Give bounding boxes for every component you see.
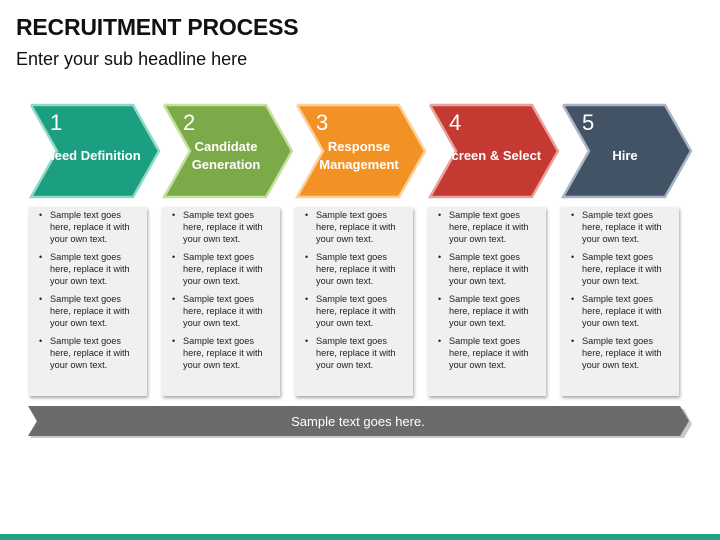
step-1-chevron-shape: [28, 103, 161, 199]
step-3-number: 3: [316, 110, 329, 135]
card-bullet: Sample text goes here, replace it with y…: [569, 293, 675, 329]
card-bullet: Sample text goes here, replace it with y…: [37, 293, 143, 329]
page-title: RECRUITMENT PROCESS: [16, 14, 299, 40]
step-3-card: Sample text goes here, replace it with y…: [295, 207, 413, 396]
step-2-card: Sample text goes here, replace it with y…: [162, 207, 280, 396]
step-1-label: Need Definition: [45, 148, 141, 163]
step-1-number: 1: [50, 110, 63, 135]
card-bullet: Sample text goes here, replace it with y…: [436, 293, 542, 329]
card-bullet: Sample text goes here, replace it with y…: [37, 251, 143, 287]
card-bullet: Sample text goes here, replace it with y…: [569, 251, 675, 287]
page-subtitle: Enter your sub headline here: [16, 49, 248, 69]
step-4-label: Screen & Select: [442, 148, 542, 163]
step-1-card: Sample text goes here, replace it with y…: [29, 207, 147, 396]
footer-accent-bar: [0, 534, 720, 540]
card-bullet: Sample text goes here, replace it with y…: [436, 251, 542, 287]
card-bullet: Sample text goes here, replace it with y…: [37, 335, 143, 371]
summary-banner-arrow: Sample text goes here.: [28, 406, 692, 438]
card-bullet: Sample text goes here, replace it with y…: [569, 209, 675, 245]
banner-arrow-shape: [28, 406, 692, 438]
step-5-chevron-shape: [560, 103, 693, 199]
card-bullet: Sample text goes here, replace it with y…: [170, 335, 276, 371]
card-bullet: Sample text goes here, replace it with y…: [436, 209, 542, 245]
card-bullet: Sample text goes here, replace it with y…: [303, 293, 409, 329]
step-5-chevron: 5 Hire: [560, 103, 694, 200]
banner-text: Sample text goes here.: [291, 413, 425, 429]
step-4-chevron-shape: [427, 103, 560, 199]
card-bullet: Sample text goes here, replace it with y…: [569, 335, 675, 371]
step-4-number: 4: [449, 110, 462, 135]
step-5-label: Hire: [612, 148, 638, 163]
card-bullet: Sample text goes here, replace it with y…: [170, 251, 276, 287]
step-3-chevron-shape: [294, 103, 427, 199]
step-5-card: Sample text goes here, replace it with y…: [561, 207, 679, 396]
step-2-chevron-shape: [161, 103, 294, 199]
card-bullet: Sample text goes here, replace it with y…: [303, 335, 409, 371]
step-3-chevron: 3 Response Management: [294, 103, 428, 200]
step-5-number: 5: [582, 110, 595, 135]
card-bullet: Sample text goes here, replace it with y…: [170, 293, 276, 329]
step-1-chevron: 1 Need Definition: [28, 103, 162, 200]
step-4-card: Sample text goes here, replace it with y…: [428, 207, 546, 396]
step-3-label: Response Management: [319, 139, 399, 172]
step-2-number: 2: [183, 110, 196, 135]
card-bullet: Sample text goes here, replace it with y…: [37, 209, 143, 245]
step-2-chevron: 2 Candidate Generation: [161, 103, 295, 200]
card-bullet: Sample text goes here, replace it with y…: [170, 209, 276, 245]
step-4-chevron: 4 Screen & Select: [427, 103, 561, 200]
card-bullet: Sample text goes here, replace it with y…: [436, 335, 542, 371]
step-2-label: Candidate Generation: [191, 139, 261, 172]
card-bullet: Sample text goes here, replace it with y…: [303, 251, 409, 287]
card-bullet: Sample text goes here, replace it with y…: [303, 209, 409, 245]
